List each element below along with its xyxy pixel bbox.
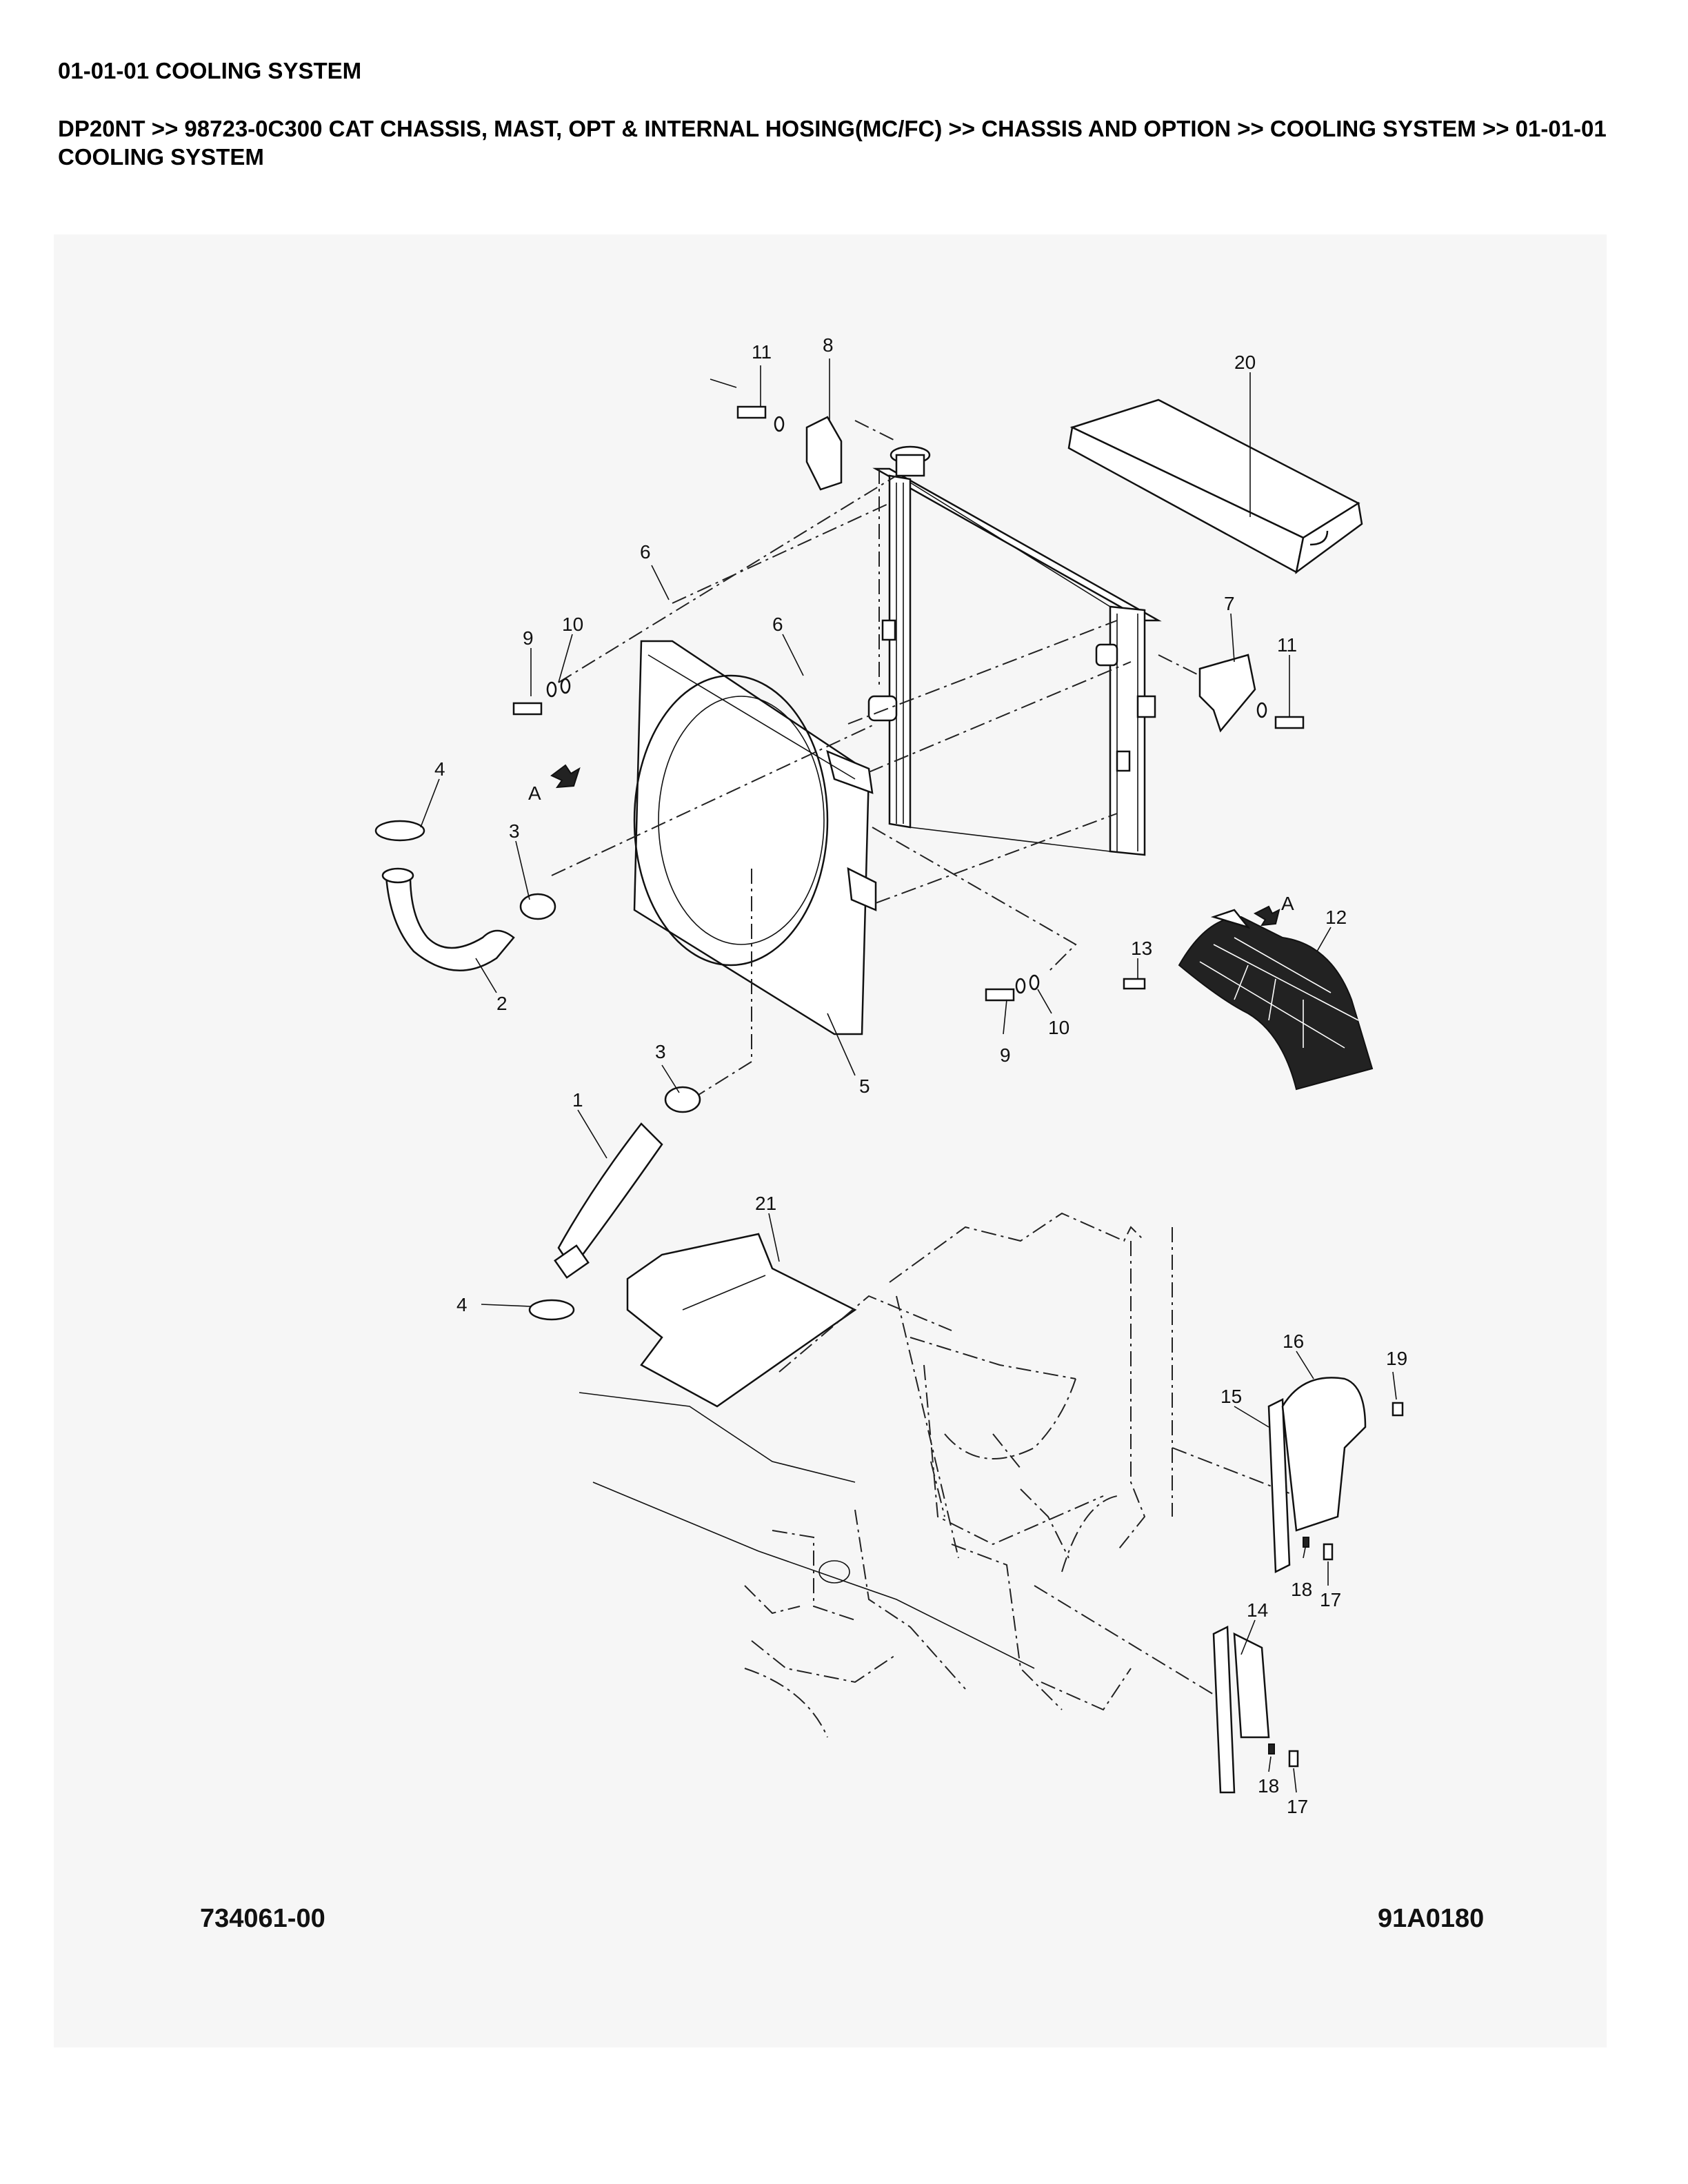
callout-10-right: 10	[1048, 1017, 1069, 1038]
callout-5: 5	[859, 1075, 870, 1097]
callout-11-right: 11	[1277, 634, 1297, 656]
callout-6-left: 6	[640, 541, 651, 563]
page-title: 01-01-01 COOLING SYSTEM	[58, 58, 362, 83]
callout-4-top: 4	[434, 758, 445, 780]
bracket-14	[1212, 1626, 1270, 1794]
view-marker-a-right: A	[1281, 893, 1294, 914]
fan-shroud	[633, 640, 877, 1035]
callout-1: 1	[572, 1089, 583, 1111]
callout-18-bottom: 18	[1258, 1775, 1279, 1797]
callout-6-right: 6	[772, 614, 783, 635]
washers	[546, 416, 1267, 994]
callout-20: 20	[1234, 352, 1256, 373]
callout-2: 2	[496, 993, 508, 1014]
fan-guard	[1178, 909, 1374, 1091]
floor-panel	[626, 1233, 857, 1408]
view-marker-a: A	[528, 782, 541, 804]
hose-clamps	[374, 820, 701, 1321]
chassis-frame	[579, 1212, 1173, 1738]
screws-17-18	[1268, 1402, 1404, 1768]
diagram-panel	[54, 234, 1607, 2048]
view-arrow-a: A	[528, 764, 581, 804]
callout-21: 21	[755, 1193, 776, 1214]
drawing-number: 734061-00	[200, 1904, 325, 1933]
callout-12: 12	[1325, 907, 1347, 928]
plate-16	[1281, 1377, 1367, 1532]
callout-10-left: 10	[562, 614, 583, 635]
callout-7: 7	[1224, 593, 1235, 614]
callout-17-top: 17	[1320, 1589, 1341, 1610]
callout-19: 19	[1386, 1348, 1407, 1369]
callout-13: 13	[1131, 938, 1152, 959]
callout-3-bottom: 3	[655, 1041, 666, 1062]
bracket-15	[1267, 1398, 1291, 1573]
callout-15: 15	[1220, 1386, 1242, 1407]
callout-8: 8	[823, 334, 834, 356]
callout-3-top: 3	[509, 820, 520, 842]
part-code: 91A0180	[1378, 1904, 1484, 1933]
breadcrumb: DP20NT >> 98723-0C300 CAT CHASSIS, MAST,…	[58, 116, 1607, 170]
hose-lower	[554, 1122, 663, 1279]
bolts	[512, 405, 1305, 1002]
leader-lines	[420, 358, 1397, 1793]
top-cover	[1067, 398, 1363, 574]
callout-17-bottom: 17	[1287, 1796, 1308, 1817]
bracket-8	[805, 416, 843, 491]
callout-labels: 11 8 20 6 9 10 6 7 11 4 3 2 13 12 10 9 5…	[434, 334, 1407, 1817]
view-arrow-a-right: A	[1253, 893, 1294, 927]
callout-9-left: 9	[523, 627, 534, 649]
guide-lines	[551, 420, 1297, 1703]
bracket-7	[1198, 654, 1256, 733]
callout-4-bottom: 4	[456, 1294, 468, 1315]
callout-11-top: 11	[752, 341, 772, 363]
callout-14: 14	[1247, 1599, 1268, 1621]
callout-18-top: 18	[1291, 1579, 1312, 1600]
hose-upper	[381, 867, 515, 971]
callout-16: 16	[1283, 1331, 1304, 1352]
callout-9-right: 9	[1000, 1044, 1011, 1066]
radiator	[867, 445, 1162, 856]
